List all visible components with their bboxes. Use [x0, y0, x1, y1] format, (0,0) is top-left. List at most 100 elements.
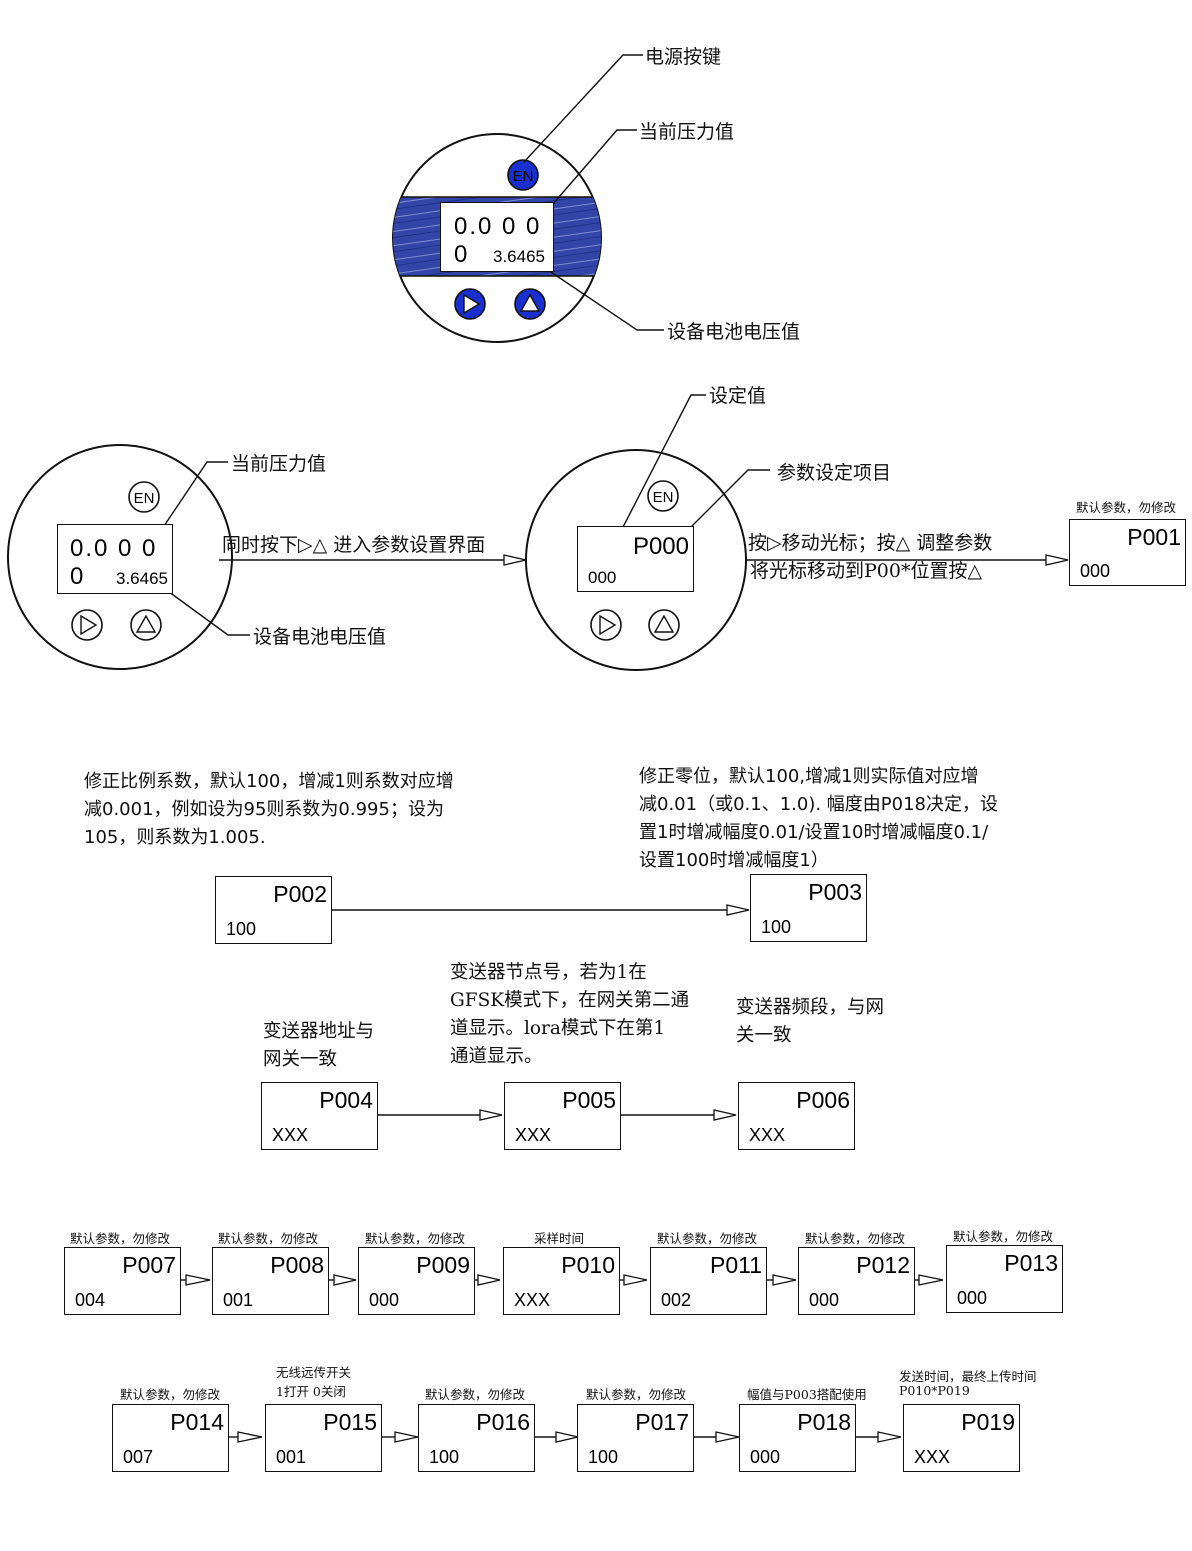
left-up-arrow-button[interactable] [130, 609, 162, 641]
param-value: 000 [369, 1290, 400, 1310]
arrow-cursor-line2: 将光标移动到P00*位置按△ [750, 560, 983, 582]
note-p011: 默认参数，勿修改 [657, 1231, 758, 1246]
param-code: P009 [416, 1252, 470, 1278]
note-p013: 默认参数，勿修改 [953, 1229, 1054, 1244]
play-icon [599, 614, 617, 636]
param-box-p010: P010 XXX [503, 1247, 620, 1315]
param-code: P003 [808, 879, 862, 905]
param-value: XXX [749, 1125, 786, 1145]
param-value: XXX [272, 1125, 309, 1145]
param-value: 100 [226, 919, 257, 939]
note-p006-line: 变送器频段，与网 [736, 997, 885, 1018]
param-code: P019 [961, 1409, 1015, 1435]
note-p002-line: 修正比例系数，默认100，增减1则系数对应增 [84, 771, 454, 792]
label-power-key: 电源按键 [645, 46, 722, 68]
label-battery-voltage-top: 设备电池电压值 [667, 321, 801, 343]
param-box-p001: P001 000 [1069, 519, 1186, 586]
arrows-row-p007 [180, 1274, 944, 1286]
play-icon [80, 614, 98, 636]
param-box-p016: P016 100 [418, 1404, 535, 1472]
param-value: 100 [588, 1447, 619, 1467]
param-code: P004 [319, 1087, 373, 1113]
triangle-up-icon [653, 614, 675, 633]
note-p001: 默认参数，勿修改 [1076, 500, 1177, 515]
mid-up-arrow-button[interactable] [648, 609, 680, 641]
param-value: 000 [1080, 561, 1111, 581]
param-value: 004 [75, 1290, 106, 1310]
note-p014: 默认参数，勿修改 [120, 1387, 221, 1402]
label-param-item: 参数设定项目 [777, 462, 892, 484]
param-value: XXX [914, 1447, 951, 1467]
param-value: 001 [223, 1290, 254, 1310]
param-code: P016 [476, 1409, 530, 1435]
note-p016: 默认参数，勿修改 [425, 1387, 526, 1402]
param-code: P014 [170, 1409, 224, 1435]
param-value: 000 [750, 1447, 781, 1467]
note-p003-line: 置1时增减幅度0.01/设置10时增减幅度0.1/ [639, 822, 989, 843]
param-box-p002: P002 100 [215, 876, 332, 944]
param-code: P017 [635, 1409, 689, 1435]
label-battery-voltage-left: 设备电池电压值 [253, 626, 387, 648]
label-current-pressure-top: 当前压力值 [639, 121, 735, 143]
top-battery-value: 3.6465 [493, 247, 545, 266]
top-device: EN [392, 54, 664, 343]
param-box-p018: P018 000 [739, 1404, 856, 1472]
param-code: P007 [122, 1252, 176, 1278]
param-box-p009: P009 000 [358, 1247, 475, 1315]
param-value: 100 [761, 917, 792, 937]
top-up-arrow-button[interactable] [514, 288, 546, 320]
left-device-display: 0.0 0 0 0 3.6465 [57, 524, 173, 594]
param-box-p014: P014 007 [112, 1404, 229, 1472]
note-p005-line: 通道显示。 [450, 1046, 543, 1067]
note-p004: 变送器地址与 网关一致 [263, 1018, 374, 1074]
note-p015-line1: 无线远传开关 [276, 1365, 352, 1380]
mid-param-value: 000 [588, 568, 617, 587]
triangle-up-icon [519, 293, 541, 312]
param-code: P011 [709, 1252, 762, 1278]
param-code: P013 [1004, 1250, 1058, 1276]
note-p003-line: 修正零位，默认100,增减1则实际值对应增 [639, 766, 979, 787]
left-right-arrow-button[interactable] [71, 609, 103, 641]
arrow-enter [219, 554, 527, 566]
param-box-p019: P019 XXX [903, 1404, 1020, 1472]
top-en-button[interactable]: EN [507, 159, 539, 191]
param-value: 001 [276, 1447, 307, 1467]
param-value: 000 [957, 1288, 988, 1308]
left-en-button[interactable]: EN [128, 481, 160, 513]
triangle-up-icon [135, 614, 157, 633]
param-code: P002 [273, 881, 327, 907]
arrow-cursor [746, 554, 1069, 566]
arrow-p002-p003 [331, 904, 750, 916]
param-box-p013: P013 000 [946, 1245, 1063, 1313]
top-right-arrow-button[interactable] [454, 288, 486, 320]
param-box-p008: P008 001 [212, 1247, 329, 1315]
param-box-p005: P005 XXX [504, 1082, 621, 1150]
param-box-p003: P003 100 [750, 874, 867, 942]
note-p005-line: GFSK模式下，在网关第二通 [450, 990, 690, 1011]
play-icon [463, 293, 481, 315]
note-p005: 变送器节点号，若为1在 GFSK模式下，在网关第二通 道显示。lora模式下在第… [450, 959, 689, 1071]
param-value: XXX [514, 1290, 551, 1310]
note-p005-line: 变送器节点号，若为1在 [450, 962, 647, 983]
arrows-row-p004 [376, 1109, 737, 1121]
svg-text:EN: EN [653, 489, 674, 506]
top-en-label: EN [513, 168, 534, 185]
param-value: 007 [123, 1447, 154, 1467]
top-device-display: 0.0 0 0 0 3.6465 [440, 202, 554, 272]
note-p006: 变送器频段，与网 关一致 [736, 994, 884, 1050]
note-p018: 幅值与P003搭配使用 [747, 1387, 867, 1402]
param-code: P008 [270, 1252, 324, 1278]
note-p002: 修正比例系数，默认100，增减1则系数对应增 减0.001，例如设为95则系数为… [84, 768, 454, 852]
mid-right-arrow-button[interactable] [590, 609, 622, 641]
param-box-p007: P007 004 [64, 1247, 181, 1315]
note-p003: 修正零位，默认100,增减1则实际值对应增 减0.01（或0.1、1.0). 幅… [639, 763, 998, 875]
top-pressure-value: 0.0 0 0 0 [454, 213, 542, 268]
note-p005-line: 道显示。lora模式下在第1 [450, 1018, 666, 1039]
note-p015-line2: 1打开 0关闭 [276, 1384, 346, 1399]
param-value: 002 [661, 1290, 692, 1310]
note-p019-line1: 发送时间，最终上传时间 [899, 1369, 1037, 1384]
note-p003-line: 设置100时增减幅度1） [639, 850, 829, 871]
param-code: P005 [562, 1087, 616, 1113]
mid-en-button[interactable]: EN [647, 480, 679, 512]
